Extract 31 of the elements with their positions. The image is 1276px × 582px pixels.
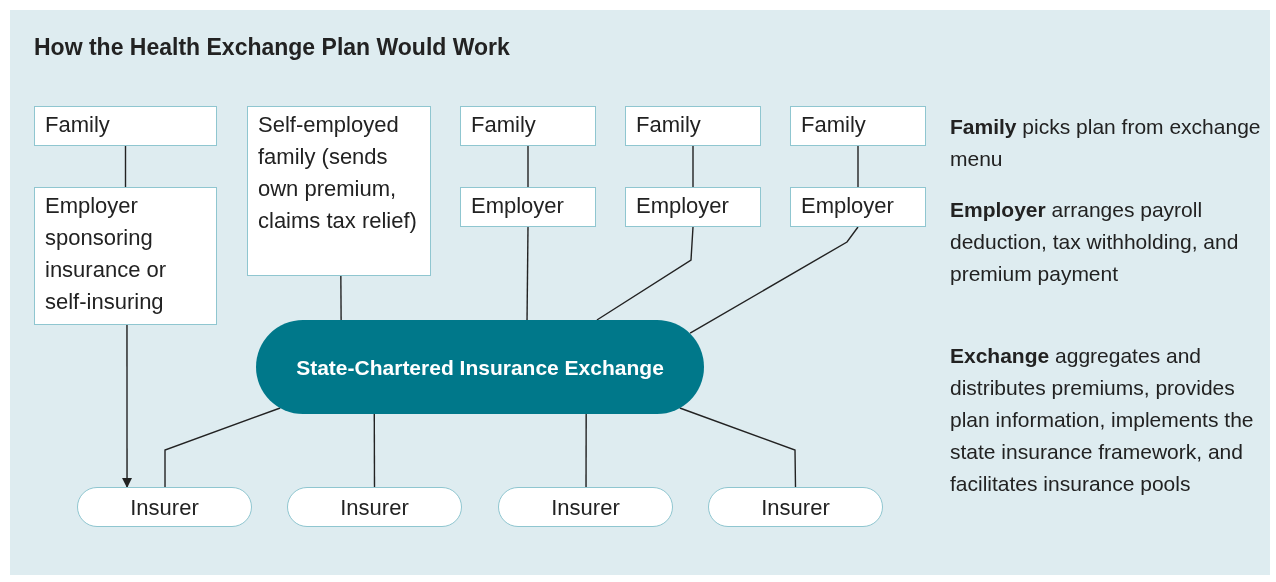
connector-line [679,407,797,488]
exchange-pill: State-Chartered Insurance Exchange [256,320,704,414]
connector-line [585,413,587,488]
process-box: Employer [625,187,761,227]
diagram-title: How the Health Exchange Plan Would Work [34,33,510,62]
description-text: Family picks plan from exchange menu [950,114,1262,172]
connector-line [373,413,376,488]
process-box: Employer [790,187,926,227]
insurer-pill: Insurer [77,487,252,527]
description-text: Exchange aggregates and distributes premiums, provides plan information, implements the state insurance framework, and facilitates insurance pools [950,343,1255,497]
process-box: Employer sponsoring insurance or self-insuring [34,187,217,325]
connector-line [596,226,694,321]
process-box: Self-employed family (sends own premium, claims tax relief) [247,106,431,276]
insurer-pill: Insurer [708,487,883,527]
connector-line [689,226,859,334]
process-box: Family [790,106,926,146]
connector-line [340,275,342,321]
connector-line [124,145,127,188]
insurer-pill: Insurer [498,487,673,527]
description-text: Employer arranges payroll deduction, tax withholding, and premium payment [950,197,1240,287]
insurer-pill: Insurer [287,487,462,527]
process-box: Employer [460,187,596,227]
process-box: Family [625,106,761,146]
connector-line [164,407,281,488]
process-box: Family [460,106,596,146]
connector-line [526,226,529,321]
connector-line [692,145,694,188]
connector-line [527,145,529,188]
connector-line [857,145,859,188]
process-box: Family [34,106,217,146]
arrow [122,324,133,488]
